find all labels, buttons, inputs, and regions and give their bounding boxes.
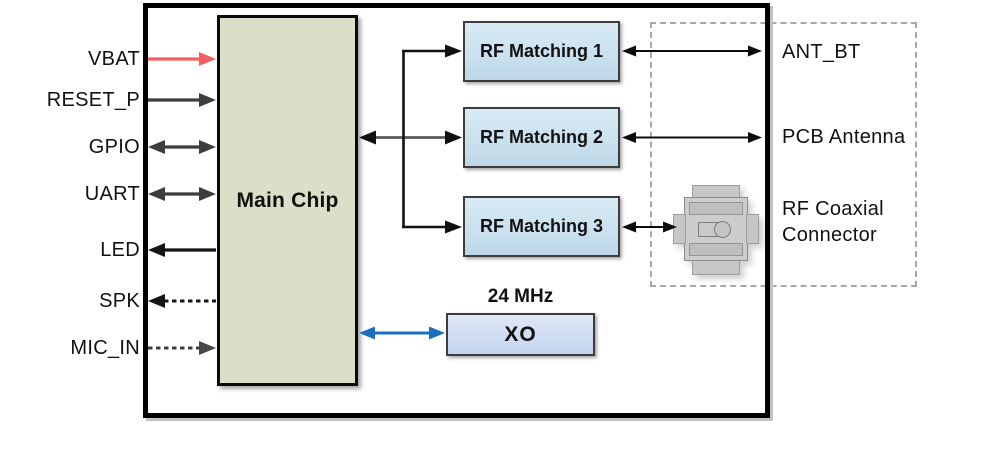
xo-block: XO [446,313,595,356]
rf-matching-3-block: RF Matching 3 [463,196,620,257]
signal-label-gpio: GPIO [88,136,140,158]
main-chip-block: Main Chip [217,15,358,386]
antenna-label-ant-bt: ANT_BT [782,41,861,63]
antenna-label-rf-coaxial: RF Coaxial Connector [782,198,884,246]
antenna-options-group [650,22,917,287]
rf-matching-2-label: RF Matching 2 [479,127,603,147]
connector-right-tab [746,214,759,244]
rf-coaxial-connector-graphic [672,184,762,276]
signal-label-led: LED [100,239,140,261]
signal-label-uart: UART [84,183,140,205]
connector-bottom-bar [689,243,743,256]
rf-matching-1-block: RF Matching 1 [463,21,620,82]
connector-left-tab [673,214,686,244]
connector-top-bar [689,202,743,215]
main-chip-label: Main Chip [236,188,339,212]
rf-matching-3-label: RF Matching 3 [479,216,603,236]
signal-label-mic-in: MIC_IN [70,337,140,359]
connector-center-pin [714,221,731,238]
antenna-label-pcb-antenna: PCB Antenna [782,126,906,148]
rf-matching-2-block: RF Matching 2 [463,107,620,168]
signal-label-reset-p: RESET_P [46,89,140,111]
module-boundary [143,3,770,418]
xo-label: XO [504,322,537,346]
signal-label-spk: SPK [99,290,140,312]
xo-frequency-label: 24 MHz [487,286,554,307]
rf-matching-1-label: RF Matching 1 [479,41,603,61]
signal-label-vbat: VBAT [88,48,140,70]
